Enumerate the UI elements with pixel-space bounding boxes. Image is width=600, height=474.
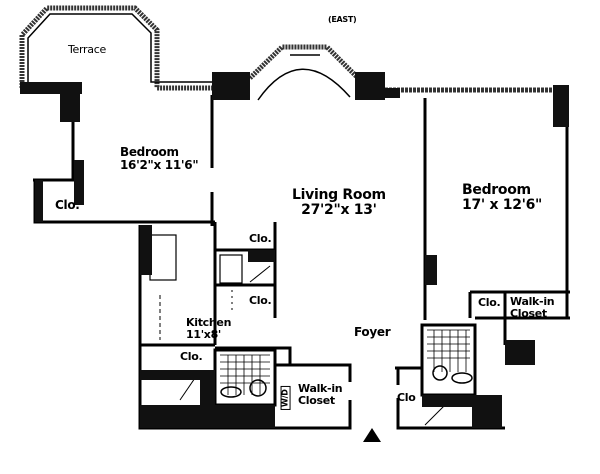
room-size: 11'x8'	[186, 327, 221, 341]
closet-label: Clo.	[249, 294, 272, 307]
arch	[257, 68, 351, 101]
living-room-label: Living Room 27'2"x 13'	[292, 188, 386, 217]
closet-label: Clo.	[249, 232, 272, 245]
bay-window	[248, 44, 360, 80]
terrace-label: Terrace	[68, 43, 106, 56]
room-name: Bedroom	[120, 145, 179, 159]
bath-tile-grid	[220, 329, 470, 395]
solid-wall-blocks	[20, 72, 569, 428]
closet-label: Clo	[397, 391, 416, 404]
walk-in-closet-label: Walk-in Closet	[510, 295, 555, 320]
room-name: Bedroom	[462, 182, 531, 198]
foyer-label: Foyer	[354, 325, 391, 339]
closet-line: Closet	[510, 306, 547, 320]
orientation-label: (EAST)	[328, 15, 357, 24]
closet-label: Clo.	[478, 296, 501, 309]
room-name: Kitchen	[186, 316, 232, 329]
entrance-arrow-icon	[363, 428, 381, 442]
walk-in-closet-label: Walk-in Closet	[298, 382, 343, 407]
room-size: 16'2"x 11'6"	[120, 157, 199, 172]
closet-label: Clo.	[180, 350, 203, 363]
bedroom-left-label: Bedroom 16'2"x 11'6"	[120, 145, 199, 172]
closet-line: Closet	[298, 393, 335, 407]
walls	[33, 95, 570, 430]
room-size: 17' x 12'6"	[462, 196, 543, 213]
room-size: 27'2"x 13'	[301, 201, 377, 218]
bedroom-right-label: Bedroom 17' x 12'6"	[462, 183, 542, 212]
closet-line: Walk-in	[510, 295, 555, 308]
room-name: Living Room	[292, 187, 386, 203]
kitchen-label: Kitchen 11'x8'	[186, 317, 231, 340]
closet-line: Walk-in	[298, 382, 343, 395]
terrace-railing	[19, 5, 215, 91]
closet-label: Clo.	[55, 198, 80, 212]
washer-dryer-label: W/D	[280, 386, 291, 410]
